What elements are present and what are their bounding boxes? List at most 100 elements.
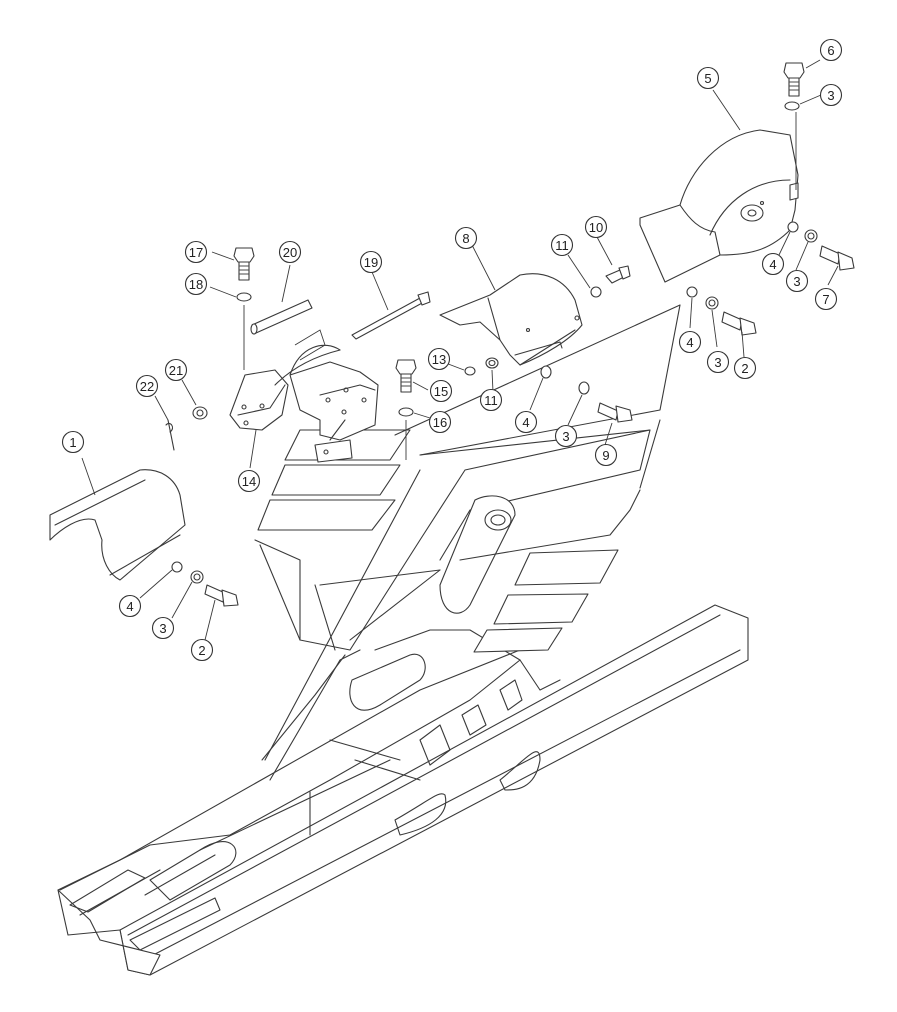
- callout-circle: [184, 272, 208, 296]
- callout-circle: [164, 358, 188, 382]
- callout-number: 11: [555, 238, 569, 253]
- callout-circle: [761, 252, 785, 276]
- callout-c6: 6: [819, 38, 843, 62]
- track-frame: [57, 469, 749, 976]
- callout-number: 14: [242, 474, 256, 489]
- callout-circle: [428, 410, 452, 434]
- callout-number: 6: [827, 43, 834, 58]
- callout-number: 4: [522, 415, 529, 430]
- callout-number: 18: [189, 277, 203, 292]
- callout-circle: [696, 66, 720, 90]
- callout-circle: [678, 330, 702, 354]
- callout-c15: 15: [429, 379, 453, 403]
- callout-circle: [184, 240, 208, 264]
- callout-c3d: 3: [706, 350, 730, 374]
- pin-and-rod: [250, 291, 431, 361]
- callout-number: 3: [562, 429, 569, 444]
- callout-circle: [190, 638, 214, 662]
- callout-number: 3: [714, 355, 721, 370]
- callout-c18: 18: [184, 272, 208, 296]
- front-cover: [49, 469, 186, 581]
- callout-number: 11: [484, 393, 498, 408]
- callout-circle: [733, 356, 757, 380]
- callout-c4d: 4: [514, 410, 538, 434]
- callout-c11b: 11: [479, 388, 503, 412]
- callout-c3a: 3: [151, 616, 175, 640]
- callout-c7: 7: [814, 287, 838, 311]
- callout-c3c: 3: [785, 269, 809, 293]
- callout-circle: [594, 443, 618, 467]
- callout-c21: 21: [164, 358, 188, 382]
- callout-c19: 19: [359, 250, 383, 274]
- callout-number: 22: [140, 379, 154, 394]
- callout-circle: [819, 38, 843, 62]
- callout-labels: 1223333344445678910111113141516171819202…: [61, 38, 843, 662]
- callout-number: 20: [283, 245, 297, 260]
- callout-number: 3: [159, 621, 166, 636]
- callout-number: 19: [364, 255, 378, 270]
- callout-circle: [151, 616, 175, 640]
- callout-number: 15: [434, 384, 448, 399]
- spacer-and-pin: [165, 406, 208, 451]
- callout-circle: [584, 215, 608, 239]
- leader-lines: [81, 59, 839, 641]
- callout-c20: 20: [278, 240, 302, 264]
- callout-number: 4: [126, 599, 133, 614]
- middle-guard: [439, 273, 583, 366]
- callout-c3b: 3: [819, 83, 843, 107]
- callout-circle: [429, 379, 453, 403]
- callout-c1: 1: [61, 430, 85, 454]
- callout-number: 5: [704, 71, 711, 86]
- callout-circle: [454, 226, 478, 250]
- callout-circle: [814, 287, 838, 311]
- callout-c9: 9: [594, 443, 618, 467]
- callout-circle: [61, 430, 85, 454]
- callout-circle: [550, 233, 574, 257]
- block-bolt: [395, 359, 417, 460]
- callout-circle: [819, 83, 843, 107]
- callout-number: 7: [822, 292, 829, 307]
- callout-c16: 16: [428, 410, 452, 434]
- callout-number: 8: [462, 231, 469, 246]
- callout-c5: 5: [696, 66, 720, 90]
- callout-circle: [554, 424, 578, 448]
- callout-circle: [278, 240, 302, 264]
- frame-upper-body: [254, 304, 681, 761]
- callout-c10: 10: [584, 215, 608, 239]
- callout-c4a: 4: [118, 594, 142, 618]
- callout-circle: [427, 347, 451, 371]
- callout-circle: [785, 269, 809, 293]
- callout-number: 2: [198, 643, 205, 658]
- callout-c17: 17: [184, 240, 208, 264]
- callout-circle: [135, 374, 159, 398]
- callout-c14: 14: [237, 469, 261, 493]
- callout-number: 10: [589, 220, 603, 235]
- callout-number: 17: [189, 245, 203, 260]
- callout-number: 4: [769, 257, 776, 272]
- callout-c2a: 2: [190, 638, 214, 662]
- callout-circle: [479, 388, 503, 412]
- callout-number: 13: [432, 352, 446, 367]
- callout-c11a: 11: [550, 233, 574, 257]
- callout-c3e: 3: [554, 424, 578, 448]
- callout-c4b: 4: [761, 252, 785, 276]
- rear-guard-fasteners: [783, 62, 855, 271]
- mounting-bracket: [229, 344, 379, 463]
- callout-c8: 8: [454, 226, 478, 250]
- callout-circle: [514, 410, 538, 434]
- lower-left-fasteners: [171, 561, 239, 607]
- callout-c22: 22: [135, 374, 159, 398]
- callout-number: 3: [827, 88, 834, 103]
- middle-guard-fasteners: [464, 265, 757, 423]
- callout-number: 16: [433, 415, 447, 430]
- callout-circle: [706, 350, 730, 374]
- callout-circle: [359, 250, 383, 274]
- callout-number: 2: [741, 361, 748, 376]
- callout-c4c: 4: [678, 330, 702, 354]
- callout-number: 9: [602, 448, 609, 463]
- bracket-bolt: [233, 247, 255, 370]
- callout-c2b: 2: [733, 356, 757, 380]
- callout-number: 21: [169, 363, 183, 378]
